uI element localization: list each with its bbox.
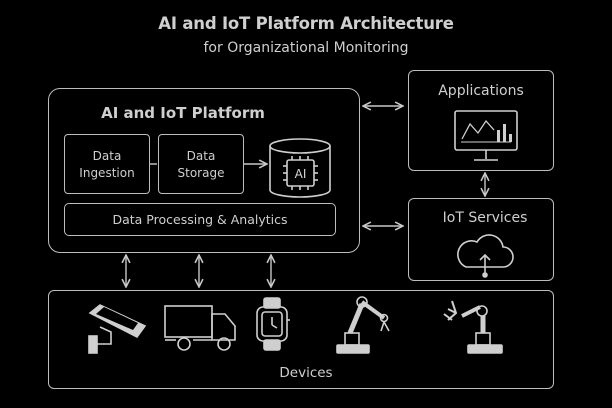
applications-box — [408, 70, 554, 171]
data-ingestion-label: Data Ingestion — [79, 149, 135, 180]
applications-title: Applications — [438, 83, 524, 99]
cloud-upload-icon — [457, 234, 514, 278]
data-processing-label: Data Processing & Analytics — [112, 212, 288, 227]
platform-title: AI and IoT Platform — [101, 104, 265, 122]
data-processing-box — [64, 203, 336, 236]
page-title: AI and IoT Platform Architecture — [158, 14, 454, 33]
iot-services-title: IoT Services — [442, 210, 528, 226]
wrench-robot-arm-icon — [443, 300, 503, 354]
smartwatch-icon — [256, 297, 290, 351]
security-camera-icon — [88, 304, 147, 354]
ai-chip-label: AI — [295, 167, 307, 181]
page-subtitle: for Organizational Monitoring — [203, 40, 409, 56]
robot-arm-icon — [336, 296, 390, 354]
monitor-chart-icon — [454, 110, 518, 161]
devices-title: Devices — [279, 365, 333, 381]
devices-box — [48, 290, 554, 389]
platform-box — [48, 88, 360, 253]
iot-services-box — [408, 198, 554, 281]
data-storage-label: Data Storage — [177, 149, 225, 180]
database-ai-icon — [269, 138, 331, 198]
data-storage-box — [158, 134, 244, 194]
data-ingestion-box — [64, 134, 150, 194]
truck-icon — [164, 305, 236, 351]
